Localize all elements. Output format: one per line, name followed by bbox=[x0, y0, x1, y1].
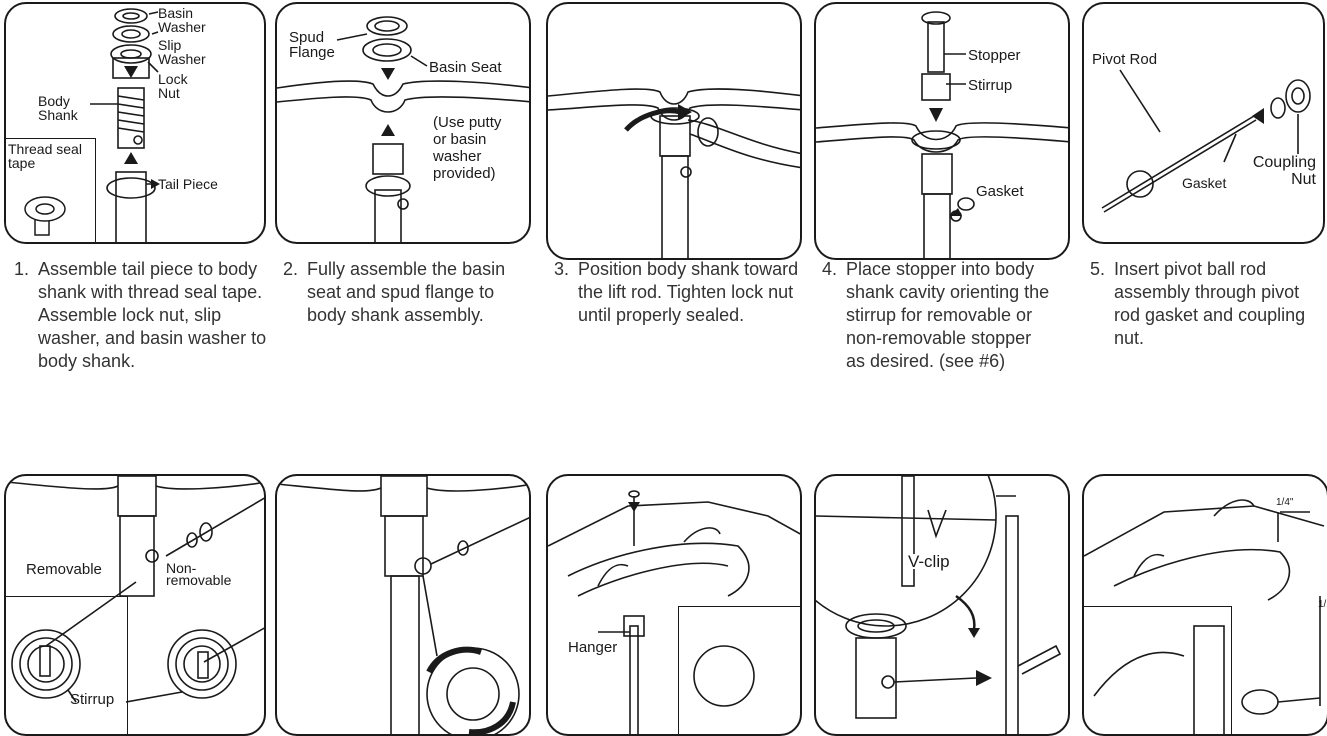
illustration-panel-2: Spud Flange Basin Seat (Use putty or bas… bbox=[275, 2, 531, 244]
stopper-drawing bbox=[816, 4, 1070, 260]
label-stopper: Stopper bbox=[968, 48, 1021, 63]
step-4-text: Place stopper into body shank cavity ori… bbox=[846, 258, 1052, 373]
illustration-panel-1: Basin Washer Slip Washer Lock Nut Body S… bbox=[4, 2, 266, 244]
pivot-rod-insert-drawing bbox=[277, 476, 531, 736]
label-basin-seat: Basin Seat bbox=[429, 60, 502, 75]
step-2-number: 2. bbox=[283, 258, 307, 327]
v-clip-drawing bbox=[816, 476, 1070, 736]
illustration-panel-7 bbox=[275, 474, 531, 736]
tighten-lock-nut-drawing bbox=[548, 4, 802, 260]
step-4-number: 4. bbox=[822, 258, 846, 373]
label-stirrup-orientation: Stirrup bbox=[70, 692, 114, 707]
wrench-inset-8 bbox=[678, 606, 802, 736]
step-3-text: Position body shank toward the lift rod.… bbox=[578, 258, 802, 327]
label-slip-washer: Slip Washer bbox=[158, 38, 218, 66]
label-spud-flange: Spud Flange bbox=[289, 30, 349, 60]
illustration-panel-8: Hanger bbox=[546, 474, 802, 736]
illustration-panel-10: 1/4" 1/2 bbox=[1082, 474, 1327, 736]
illustration-panel-4: Stopper Stirrup Gasket bbox=[814, 2, 1070, 260]
step-1: 1. Assemble tail piece to body shank wit… bbox=[14, 258, 270, 373]
illustration-panel-3 bbox=[546, 2, 802, 260]
step-2-text: Fully assemble the basin seat and spud f… bbox=[307, 258, 533, 327]
wrench-inset-10 bbox=[1082, 606, 1232, 736]
step-1-number: 1. bbox=[14, 258, 38, 373]
label-hanger: Hanger bbox=[568, 640, 617, 655]
pivot-rod-drawing bbox=[1084, 4, 1325, 244]
label-tail-piece: Tail Piece bbox=[158, 177, 218, 191]
step-2: 2. Fully assemble the basin seat and spu… bbox=[283, 258, 533, 327]
step-3: 3. Position body shank toward the lift r… bbox=[554, 258, 802, 327]
label-body-shank: Body Shank bbox=[38, 94, 88, 122]
label-basin-washer: Basin Washer bbox=[158, 6, 228, 34]
step-1-text: Assemble tail piece to body shank with t… bbox=[38, 258, 270, 373]
label-lock-nut: Lock Nut bbox=[158, 72, 208, 100]
label-non-removable: Non-removable bbox=[166, 562, 246, 586]
illustration-panel-5: Pivot Rod Coupling Nut Gasket bbox=[1082, 2, 1325, 244]
step-5-text: Insert pivot ball rod assembly through p… bbox=[1114, 258, 1326, 350]
label-removable: Removable bbox=[26, 562, 102, 577]
label-gasket-pivot: Gasket bbox=[1182, 176, 1226, 190]
label-quarter-inch: 1/4" bbox=[1276, 498, 1293, 508]
step-3-number: 3. bbox=[554, 258, 578, 327]
illustration-panel-6: Removable Non-removable Stirrup bbox=[4, 474, 266, 736]
label-half-inch: 1/2 bbox=[1318, 600, 1327, 610]
label-gasket: Gasket bbox=[976, 184, 1024, 199]
label-putty-note: (Use putty or basin washer provided) bbox=[433, 114, 513, 182]
label-pivot-rod: Pivot Rod bbox=[1092, 52, 1157, 67]
label-coupling-nut: Coupling Nut bbox=[1236, 154, 1316, 188]
illustration-panel-9: V-clip bbox=[814, 474, 1070, 736]
step-5-number: 5. bbox=[1090, 258, 1114, 350]
label-v-clip: V-clip bbox=[908, 554, 950, 569]
step-5: 5. Insert pivot ball rod assembly throug… bbox=[1090, 258, 1326, 350]
label-stirrup: Stirrup bbox=[968, 78, 1012, 93]
removable-inset bbox=[4, 596, 128, 736]
label-thread-seal-tape: Thread seal tape bbox=[8, 142, 90, 170]
step-4: 4. Place stopper into body shank cavity … bbox=[822, 258, 1052, 373]
